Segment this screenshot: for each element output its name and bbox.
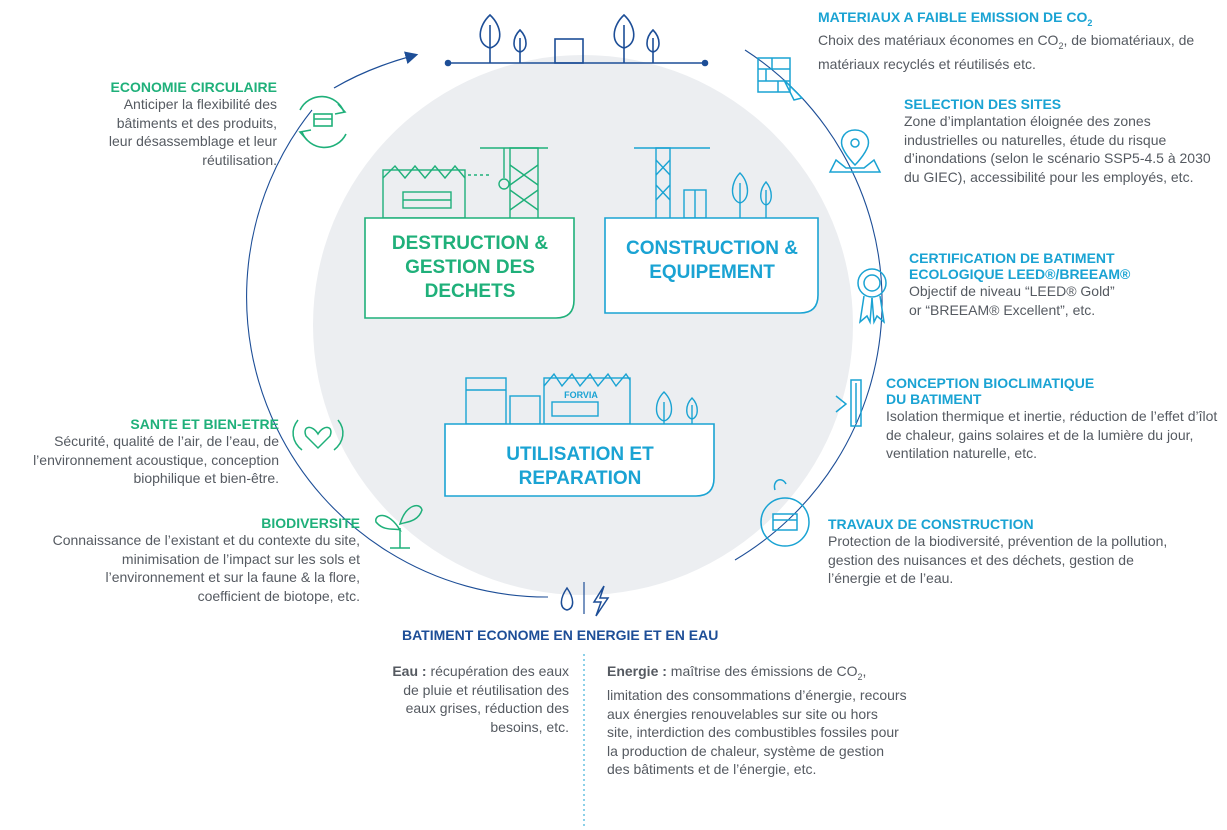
wall-insulation-icon [835, 379, 862, 427]
selection-text: Zone d’implantation éloignée des zones i… [904, 113, 1211, 185]
materiaux-text: Choix des matériaux économes en CO [818, 31, 1059, 48]
energie-text: maîtrise des émissions de CO [670, 663, 858, 679]
construction-site-icon [760, 479, 810, 547]
location-pin-icon [828, 129, 882, 173]
lightning-icon [592, 585, 610, 617]
top-landscape [444, 13, 709, 67]
bioclimatique-title-1: CONCEPTION BIOCLIMATIQUE [886, 375, 1095, 391]
stage-destruction: DESTRUCTION & GESTION DES DECHETS [391, 233, 549, 302]
item-economie: ECONOMIE CIRCULAIRE Anticiper la flexibi… [40, 79, 277, 169]
sante-text: Sécurité, qualité de l’air, de l’eau, de… [33, 433, 279, 486]
recycle-icon [298, 95, 347, 149]
certification-title-1: CERTIFICATION DE BATIMENT [909, 250, 1115, 266]
utilisation-panel [444, 423, 715, 497]
construction-illustration [634, 147, 772, 219]
item-materiaux: MATERIAUX A FAIBLE EMISSION DE CO2 Choix… [818, 9, 1195, 73]
eau-block: Eau : récupération des eaux de pluie et … [375, 662, 569, 736]
destruction-panel [364, 217, 575, 319]
water-drop-icon [560, 586, 574, 611]
biodiversite-title: BIODIVERSITE [261, 515, 360, 531]
background-disc [313, 55, 853, 595]
energie-label: Energie : [607, 663, 667, 679]
cycle-ring-left [246, 109, 549, 598]
stage-construction: CONSTRUCTION & EQUIPEMENT [625, 238, 799, 283]
rosette-icon [857, 268, 887, 325]
energie-block: Energie : maîtrise des émissions de CO2,… [607, 663, 907, 778]
sprout-icon [375, 504, 423, 549]
eau-text: récupération des eaux de pluie et réutil… [403, 663, 569, 735]
certification-title-2: ECOLOGIQUE LEED®/BREEAM® [909, 266, 1131, 282]
stage-utilisation: UTILISATION ET REPARATION [506, 444, 654, 489]
hands-heart-icon [292, 419, 344, 451]
item-selection: SELECTION DES SITES Zone d’implantation … [904, 96, 1216, 186]
cycle-arrow [333, 51, 419, 89]
bioclimatique-title-2: DU BATIMENT [886, 391, 982, 407]
item-sante: SANTE ET BIEN-ETRE Sécurité, qualité de … [4, 416, 279, 488]
economie-title: ECONOMIE CIRCULAIRE [110, 79, 277, 95]
construction-panel [604, 217, 819, 314]
biodiversite-text: Connaissance de l’existant et du context… [52, 532, 360, 604]
selection-title: SELECTION DES SITES [904, 96, 1062, 112]
bricks-icon [757, 57, 804, 101]
certification-text: Objectif de niveau “LEED® Gold” or “BREE… [909, 283, 1115, 318]
bioclimatique-text: Isolation thermique et inertie, réductio… [886, 408, 1218, 461]
economie-text: Anticiper la flexibilité des bâtiments e… [108, 96, 277, 168]
item-bioclimatique: CONCEPTION BIOCLIMATIQUE DU BATIMENT Iso… [886, 375, 1222, 463]
building-sign: FORVIA [564, 390, 598, 400]
sante-title: SANTE ET BIEN-ETRE [130, 416, 279, 432]
materiaux-title: MATERIAUX A FAIBLE EMISSION DE CO [818, 9, 1088, 25]
item-certification: CERTIFICATION DE BATIMENT ECOLOGIQUE LEE… [909, 250, 1219, 319]
item-biodiversite: BIODIVERSITE Connaissance de l’existant … [40, 515, 360, 605]
energie-eau-title: BATIMENT ECONOME EN ENERGIE ET EN EAU [402, 627, 719, 643]
travaux-text: Protection de la biodiversité, préventio… [828, 533, 1168, 586]
eau-label: Eau : [392, 663, 427, 679]
destruction-illustration [382, 147, 548, 219]
item-travaux: TRAVAUX DE CONSTRUCTION Protection de la… [828, 516, 1173, 588]
travaux-title: TRAVAUX DE CONSTRUCTION [828, 516, 1034, 532]
